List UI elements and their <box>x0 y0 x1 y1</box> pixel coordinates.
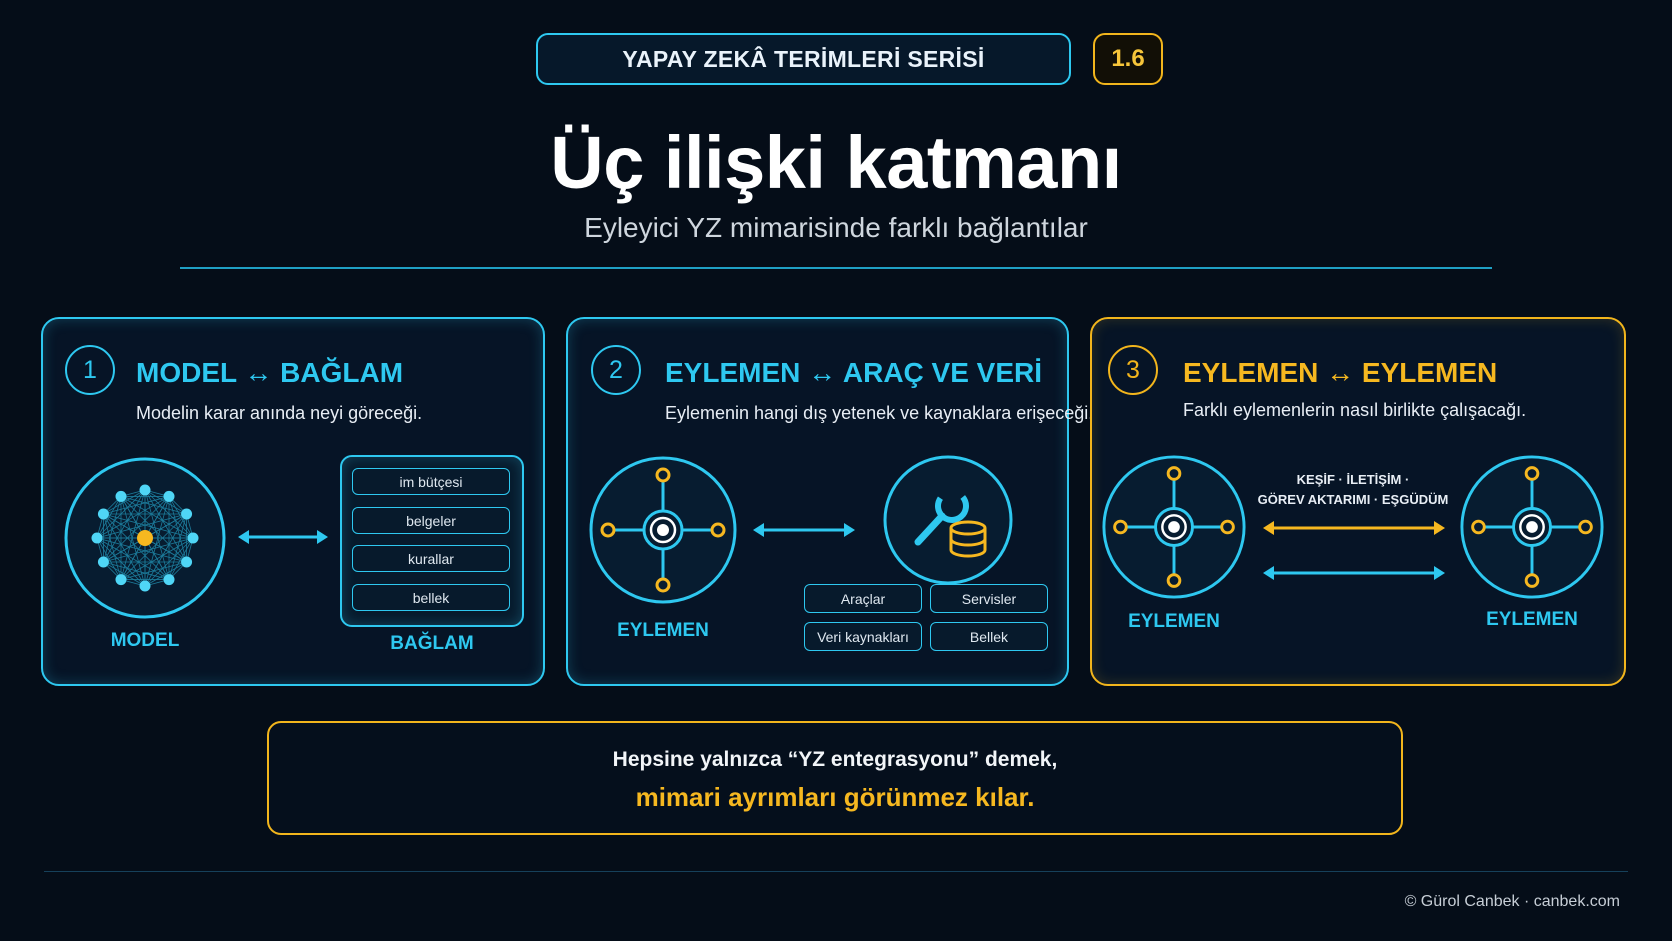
panel-3-number: 3 <box>1108 345 1158 395</box>
panel-2-description: Eylemenin hangi dış yetenek ve kaynaklar… <box>665 403 1094 423</box>
panel-2-number: 2 <box>591 345 641 395</box>
page-title: Üç ilişki katmanı <box>550 121 1122 204</box>
context-chip-budget: im bütçesi <box>352 468 510 495</box>
tools-data-icon <box>883 455 1013 585</box>
agent-left-icon <box>1102 455 1246 599</box>
agent-exchange-arrow-blue <box>1263 566 1445 580</box>
header-divider <box>180 267 1492 269</box>
bidirectional-arrow <box>238 530 328 544</box>
model-label: MODEL <box>110 630 180 651</box>
agent-label: EYLEMEN <box>617 620 709 641</box>
coordination-caption-line1: KEŞİF · İLETİŞİM · <box>1296 472 1410 487</box>
resource-chip-data-sources: Veri kaynakları <box>804 622 922 651</box>
context-chip-documents: belgeler <box>352 507 510 534</box>
conclusion-line-1: Hepsine yalnızca “YZ entegrasyonu” demek… <box>612 748 1058 771</box>
resource-chip-services: Servisler <box>930 584 1048 613</box>
panel-1-description: Modelin karar anında neyi göreceği. <box>136 403 423 423</box>
bidirectional-arrow <box>753 523 855 537</box>
panel-2-title: EYLEMEN ↔ ARAÇ VE VERİ <box>665 357 1043 388</box>
model-network-icon <box>64 457 226 619</box>
agent-right-icon <box>1460 455 1604 599</box>
agent-right-label: EYLEMEN <box>1486 609 1578 630</box>
footer-credit: © Gürol Canbek · canbek.com <box>1404 893 1620 910</box>
panel-1-number: 1 <box>65 345 115 395</box>
panel-3-title: EYLEMEN ↔ EYLEMEN <box>1183 357 1498 388</box>
panel-1-title: MODEL ↔ BAĞLAM <box>136 357 404 388</box>
context-chip-rules: kurallar <box>352 545 510 572</box>
footer-divider <box>44 871 1628 872</box>
panel-3-description: Farklı eylemenlerin nasıl birlikte çalış… <box>1183 400 1527 420</box>
coordination-caption-line2: GÖREV AKTARIMI · EŞGÜDÜM <box>1257 492 1449 507</box>
agent-left-label: EYLEMEN <box>1128 611 1220 632</box>
page-subtitle: Eyleyici YZ mimarisinde farklı bağlantıl… <box>584 212 1088 243</box>
context-label: BAĞLAM <box>390 633 474 654</box>
episode-badge: 1.6 <box>1093 33 1163 85</box>
resource-chip-tools: Araçlar <box>804 584 922 613</box>
series-label: YAPAY ZEKÂ TERİMLERİ SERİSİ <box>536 33 1071 85</box>
conclusion-box <box>267 721 1403 835</box>
agent-icon <box>589 456 737 604</box>
context-chip-memory: bellek <box>352 584 510 611</box>
agent-exchange-arrow-gold <box>1263 521 1445 535</box>
conclusion-line-2: mimari ayrımları görünmez kılar. <box>635 782 1035 812</box>
resource-chip-memory: Bellek <box>930 622 1048 651</box>
